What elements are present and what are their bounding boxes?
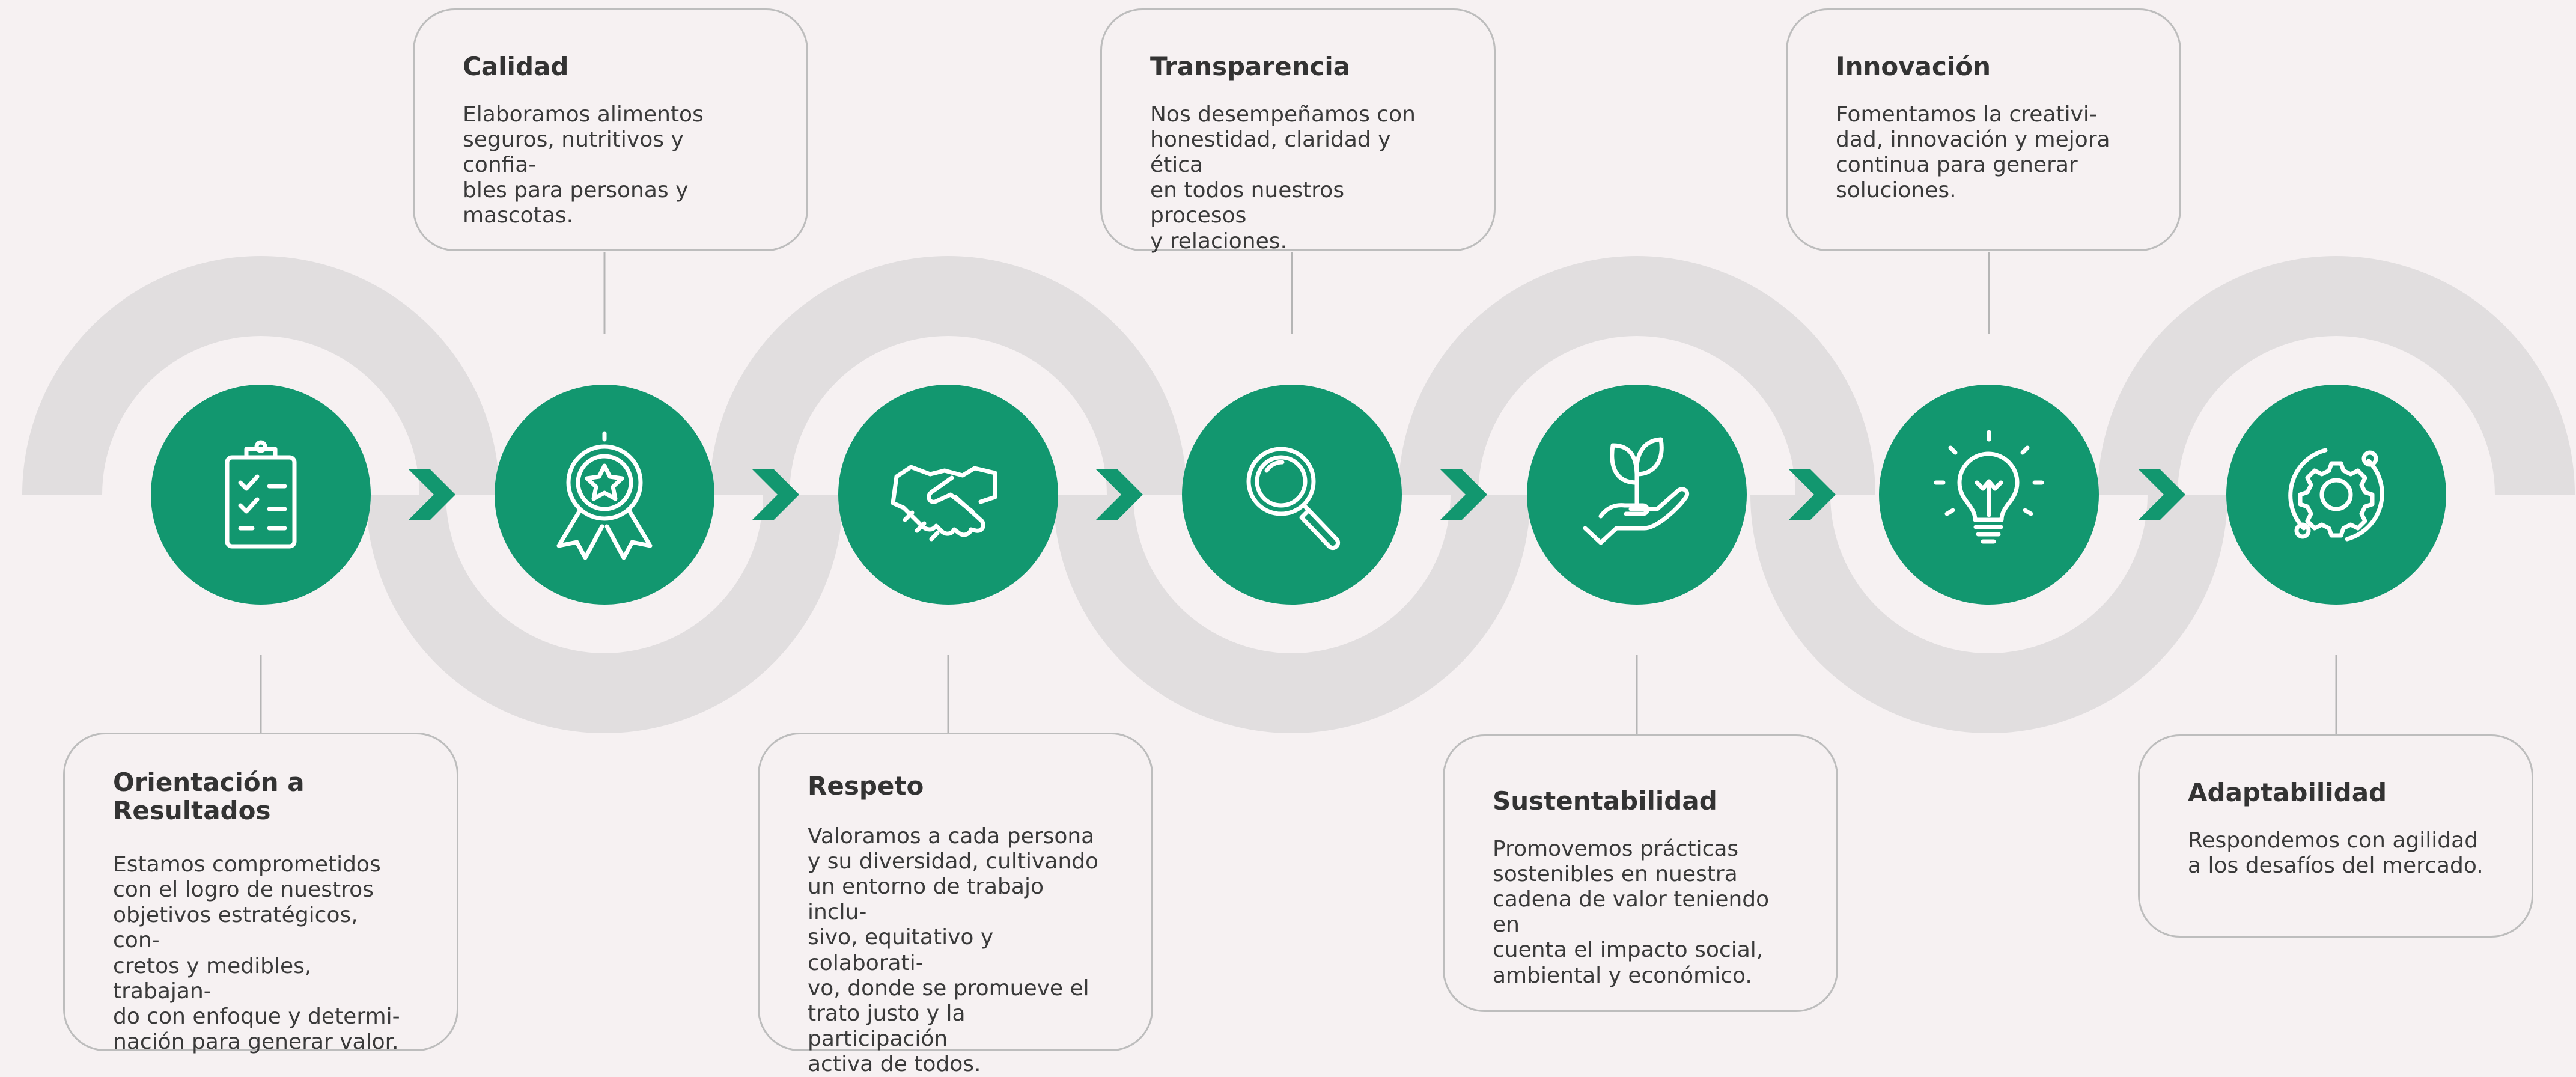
value-description: Nos desempeñamos con honestidad, clarida…: [1150, 102, 1416, 254]
value-card-innovacion: Innovación Fomentamos la creativi- dad, …: [1786, 8, 2181, 251]
values-diagram: [22, 252, 2575, 734]
handshake-icon: [891, 465, 997, 542]
value-node-innovacion: [1879, 385, 2099, 605]
value-title: Respeto: [808, 771, 924, 801]
value-node-adaptabilidad: [2226, 385, 2446, 605]
ribbon-arc-4: [1053, 495, 1530, 733]
value-title: Innovación: [1836, 52, 1991, 81]
ribbon-arc-2: [366, 495, 843, 733]
value-description: Respondemos con agilidad a los desafíos …: [2188, 828, 2483, 879]
clipboard-checklist-icon: [225, 440, 297, 549]
value-node-transparencia: [1182, 385, 1402, 605]
value-card-adaptabilidad: Adaptabilidad Respondemos con agilidad a…: [2138, 734, 2533, 938]
value-card-calidad: Calidad Elaboramos alimentos seguros, nu…: [413, 8, 808, 251]
connector-lines: [260, 252, 2337, 734]
value-card-respeto: Respeto Valoramos a cada persona y su di…: [758, 733, 1153, 1076]
award-ribbon-star-icon: [556, 431, 653, 560]
lightbulb-icon: [1934, 430, 2044, 544]
ribbon-arc-7: [2098, 256, 2575, 495]
ribbon-arc-5: [1398, 256, 1875, 495]
value-title: Adaptabilidad: [2188, 778, 2387, 807]
magnifying-glass-icon: [1246, 447, 1341, 551]
chevron-arrow-1: [409, 469, 455, 520]
value-card-transparencia: Transparencia Nos desempeñamos con hones…: [1100, 8, 1496, 254]
plant-in-hand-icon: [1583, 437, 1689, 545]
chevron-arrow-4: [1440, 469, 1487, 520]
chevron-arrow-2: [752, 469, 799, 520]
value-circles: [151, 385, 2446, 605]
value-description: Valoramos a cada persona y su diversidad…: [808, 824, 1099, 1077]
ribbon-arc-1: [22, 256, 499, 495]
value-card-orientacion: Orientación a Resultados Estamos comprom…: [63, 733, 458, 1054]
value-node-respeto: [838, 385, 1058, 605]
value-card-sustentabilidad: Sustentabilidad Promovemos prácticas sos…: [1443, 734, 1838, 1012]
value-title: Transparencia: [1150, 52, 1351, 81]
value-description: Promovemos prácticas sostenibles en nues…: [1493, 837, 1770, 988]
ribbon-track: [22, 256, 2575, 733]
value-description: Estamos comprometidos con el logro de nu…: [113, 852, 400, 1054]
chevron-arrow-6: [2139, 469, 2185, 520]
chevron-arrow-3: [1096, 469, 1143, 520]
value-node-orientacion: [151, 385, 371, 605]
ribbon-arc-6: [1750, 495, 2227, 733]
value-description: Elaboramos alimentos seguros, nutritivos…: [463, 102, 704, 228]
value-title: Sustentabilidad: [1493, 786, 1717, 816]
value-title: Calidad: [463, 52, 569, 81]
value-description: Fomentamos la creativi- dad, innovación …: [1836, 102, 2110, 203]
chevron-arrow-5: [1789, 469, 1836, 520]
chevron-arrows: [409, 469, 2185, 520]
gear-cycle-icon: [2288, 448, 2384, 542]
ribbon-arc-3: [710, 256, 1187, 495]
value-node-calidad: [495, 385, 714, 605]
value-node-sustentabilidad: [1527, 385, 1747, 605]
value-title: Orientación a Resultados: [113, 767, 305, 826]
